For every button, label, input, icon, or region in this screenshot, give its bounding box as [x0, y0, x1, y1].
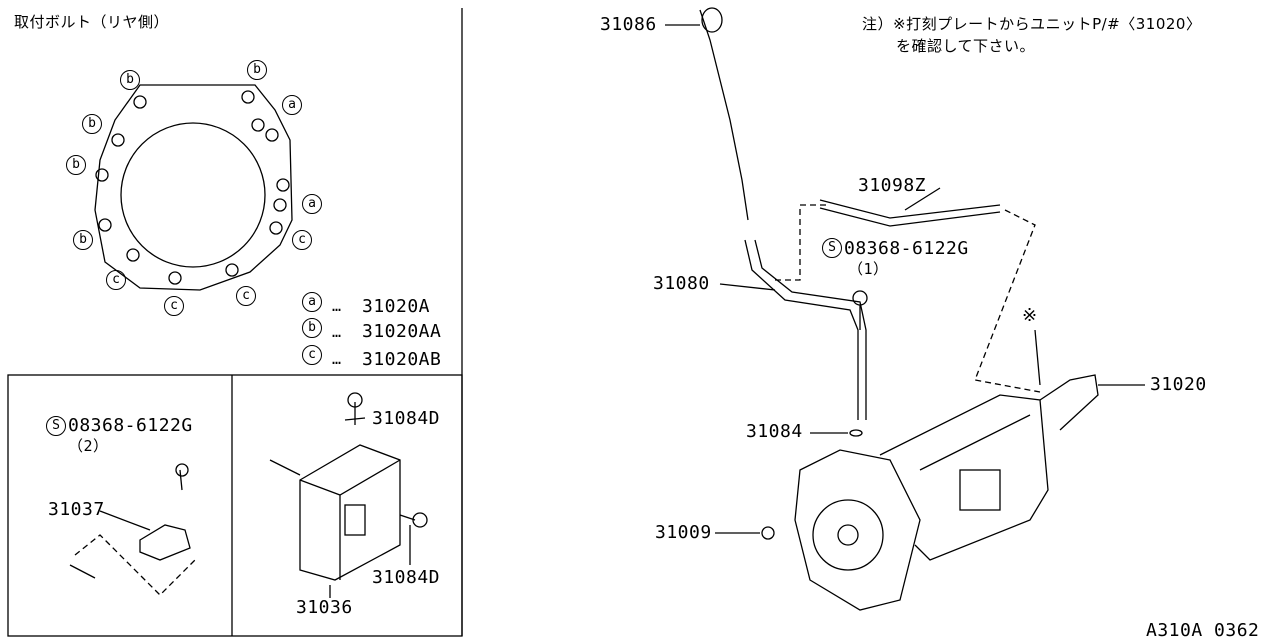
bolt-marker: a [282, 95, 302, 115]
bolt-marker: c [292, 230, 312, 250]
note-line-1: 注）※打刻プレートからユニットP/#〈31020〉 [862, 15, 1202, 33]
rear-mount-bolts-title: 取付ボルト（リヤ側） [14, 13, 170, 31]
legend-dots: … [332, 297, 342, 315]
part-31098Z[interactable]: 31098Z [858, 175, 927, 196]
screw-quantity: （1） [848, 260, 889, 278]
legend-part-a[interactable]: 31020A [362, 296, 431, 317]
bolt-marker: c [106, 270, 126, 290]
legend-dots: … [332, 323, 342, 341]
part-31080[interactable]: 31080 [653, 273, 710, 294]
note-line-2: を確認して下さい。 [896, 37, 1036, 55]
part-31084D-top[interactable]: 31084D [372, 408, 441, 429]
bolt-marker: c [236, 286, 256, 306]
part-31037[interactable]: 31037 [48, 499, 105, 520]
bolt-marker: b [247, 60, 267, 80]
gasket-drawing [94, 84, 293, 291]
dipstick-tube-drawing [665, 7, 1041, 437]
sub-panel-frame [7, 374, 463, 637]
bolt-marker: b [120, 70, 140, 90]
bolt-marker: b [66, 155, 86, 175]
legend-marker-c: c [302, 345, 322, 365]
legend-dots: … [332, 350, 342, 368]
part-31020[interactable]: 31020 [1150, 374, 1207, 395]
legend-part-c[interactable]: 31020AB [362, 349, 442, 370]
screw-marker: S [822, 238, 842, 258]
part-31084D-bottom[interactable]: 31084D [372, 567, 441, 588]
sensor-drawing [69, 463, 196, 596]
transmission-drawing [715, 329, 1145, 611]
part-31084[interactable]: 31084 [746, 421, 803, 442]
part-screw-08368-6122G[interactable]: 08368-6122G [68, 415, 193, 436]
legend-part-b[interactable]: 31020AA [362, 321, 442, 342]
screw-marker: S [46, 416, 66, 436]
legend-marker-b: b [302, 318, 322, 338]
bolt-marker: c [164, 296, 184, 316]
diagram-code: A310A 0362 [1146, 620, 1260, 641]
part-31036[interactable]: 31036 [296, 597, 353, 618]
legend-marker-a: a [302, 292, 322, 312]
part-screw-08368-6122G[interactable]: 08368-6122G [844, 238, 969, 259]
part-31086[interactable]: 31086 [600, 14, 657, 35]
note-mark: ※ [1022, 305, 1038, 326]
control-unit-drawing [269, 392, 428, 598]
bolt-marker: b [73, 230, 93, 250]
bolt-marker: a [302, 194, 322, 214]
bolt-marker: b [82, 114, 102, 134]
part-31009[interactable]: 31009 [655, 522, 712, 543]
screw-quantity: （2） [68, 437, 109, 455]
